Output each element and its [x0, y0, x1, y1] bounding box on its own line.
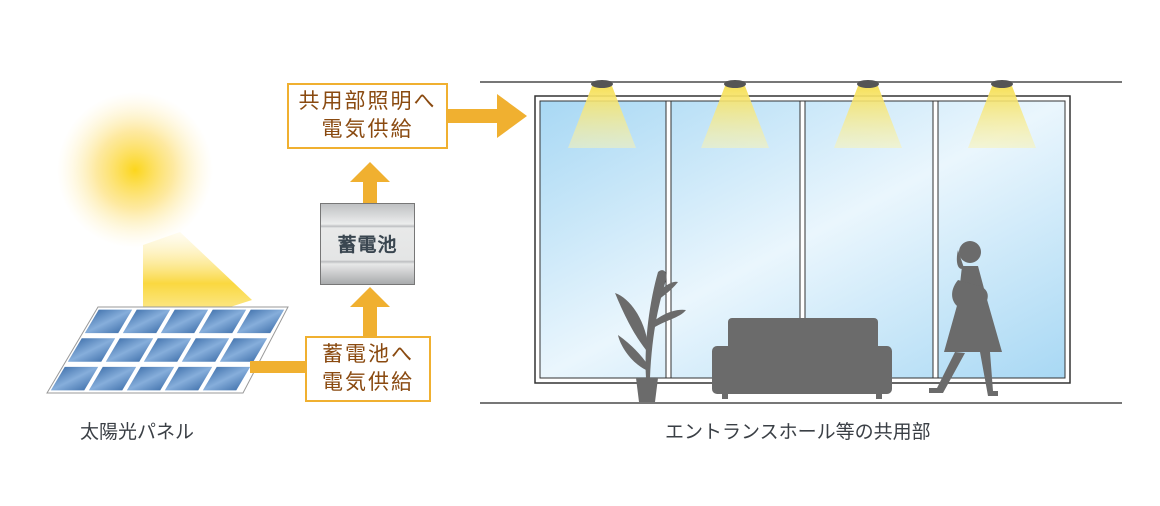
solar-cell — [164, 366, 213, 391]
solar-cell — [202, 366, 251, 391]
battery-label: 蓄電池 — [337, 234, 398, 256]
ceiling-light-icon — [724, 80, 746, 88]
person-silhouette — [929, 241, 1002, 396]
ceiling-light-icon — [857, 80, 879, 88]
sofa-icon — [712, 318, 892, 399]
solar-cell — [181, 338, 230, 362]
solar-cell — [236, 309, 285, 334]
battery-box: 蓄電池 — [320, 203, 415, 285]
solar-cell — [105, 338, 154, 362]
entrance-hall-illustration — [480, 80, 1122, 404]
lighting-supply-label: 共用部照明へ 電気供給 — [287, 83, 448, 149]
lighting-supply-line1: 共用部照明へ — [298, 89, 437, 113]
solar-cell — [219, 338, 268, 362]
solar-panel-icon — [46, 306, 289, 394]
common-area-caption: エントランスホール等の共用部 — [665, 421, 931, 443]
solar-cell — [198, 309, 247, 334]
ceiling-light-icon — [591, 80, 613, 88]
battery-supply-line1: 蓄電池へ — [322, 342, 414, 366]
battery-supply-label: 蓄電池へ 電気供給 — [305, 336, 431, 402]
solar-cell — [67, 338, 116, 362]
solar-cell — [122, 309, 171, 334]
battery-supply-line2: 電気供給 — [322, 370, 414, 394]
solar-cell — [50, 366, 99, 391]
light-cone — [834, 86, 902, 148]
solar-cell — [160, 309, 209, 334]
sun-icon — [57, 92, 213, 248]
lighting-supply-line2: 電気供給 — [321, 117, 414, 141]
light-cone — [701, 86, 769, 148]
ceiling-light-icon — [991, 80, 1013, 88]
power-flow-arrows — [250, 94, 527, 373]
solar-cell — [84, 309, 133, 334]
light-cone — [568, 86, 636, 148]
light-cone — [968, 86, 1036, 148]
solar-cell — [143, 338, 192, 362]
solar-panel-caption: 太陽光パネル — [80, 421, 195, 443]
solar-cell — [126, 366, 175, 391]
solar-cell — [88, 366, 137, 391]
